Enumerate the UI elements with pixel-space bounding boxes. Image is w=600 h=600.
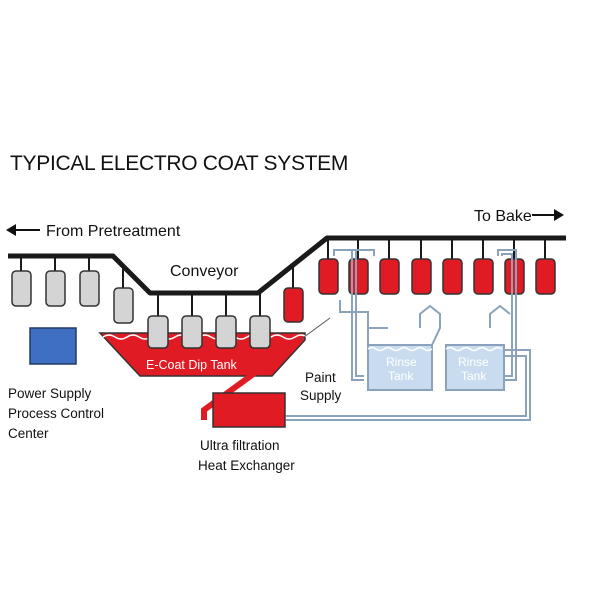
part-red [442,258,463,295]
power-supply-box [29,327,77,365]
part-red [379,258,400,295]
part-gray [147,315,169,349]
rinse-spray-piping [333,249,517,381]
from-pretreatment-label: From Pretreatment [46,223,181,240]
parts-in-tank [147,293,271,349]
part-red [473,258,494,295]
rinse-tank-1-label-line2: Tank [388,369,414,383]
part-gray [113,287,134,324]
rinse-divider [419,304,441,346]
part-gray [11,270,32,307]
parts-coated [283,238,556,323]
part-red [535,258,556,295]
part-gray [45,270,66,307]
rinse-tank-2-label-line1: Rinse [458,355,489,369]
power-supply-label-1: Power Supply [8,386,92,401]
rinse-tank-1-label-line1: Rinse [386,355,417,369]
rinse-return-piping [286,349,531,421]
part-gray [79,270,100,307]
part-red [283,287,304,323]
part-red [411,258,432,295]
diagram-title: TYPICAL ELECTRO COAT SYSTEM [10,152,348,175]
uf-label-1: Ultra filtration [200,438,280,453]
part-gray [215,315,237,349]
rinse-tank-2-label-line2: Tank [461,369,487,383]
part-red [348,258,369,295]
paint-supply-label-2: Supply [300,388,342,403]
paint-supply-leader [299,317,331,341]
parts-pretreatment [11,256,134,324]
conveyor-label: Conveyor [170,263,239,280]
uf-label-2: Heat Exchanger [198,458,295,473]
paint-supply-label-1: Paint [305,370,336,385]
to-bake-arrow [532,209,564,221]
part-gray [181,315,203,349]
conveyor-line [8,235,566,296]
power-supply-label-3: Center [8,426,49,441]
rinse-tank-1 [339,300,433,391]
from-pretreatment-arrow [6,224,40,236]
part-red [504,258,525,295]
part-red [318,258,339,295]
uf-heat-exchanger [201,337,302,428]
ecoat-tank-label: E-Coat Dip Tank [146,358,238,372]
to-bake-label: To Bake [474,208,532,225]
part-gray [249,315,271,349]
rinse-tank-2 [445,304,511,391]
power-supply-label-2: Process Control [8,406,104,421]
